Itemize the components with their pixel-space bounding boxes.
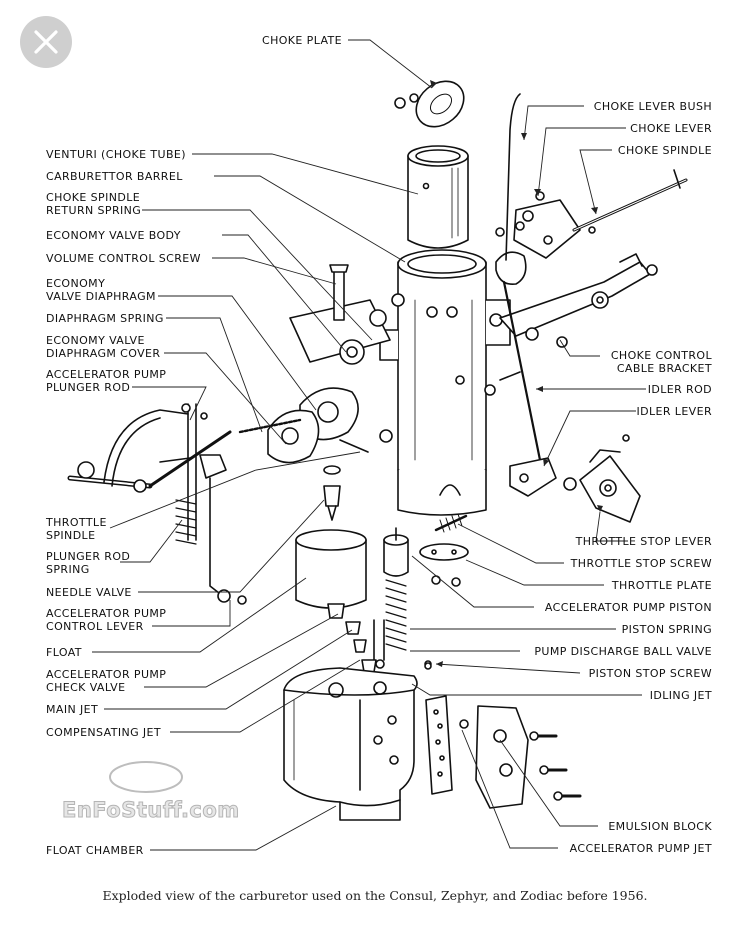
label-accelerator-pump-control-lever-2: CONTROL LEVER — [46, 620, 144, 633]
choke-lever-assembly-part — [495, 93, 688, 286]
leader-economy-valve-diaphragm — [158, 295, 317, 411]
label-idling-jet: IDLING JET — [649, 689, 712, 702]
label-plunger-rod-spring-1: PLUNGER ROD — [46, 550, 131, 563]
label-volume-control-screw: VOLUME CONTROL SCREW — [46, 252, 201, 265]
leader-throttle-spindle — [109, 451, 361, 529]
leader-choke-spindle — [579, 149, 612, 215]
leader-carburettor-barrel — [214, 175, 406, 263]
leader-throttle-stop-screw — [457, 523, 564, 564]
label-accelerator-pump-check-valve-1: ACCELERATOR PUMP — [46, 668, 167, 681]
label-economy-valve-diaphragm-cover-2: DIAPHRAGM COVER — [46, 347, 161, 360]
label-compensating-jet: COMPENSATING JET — [46, 726, 162, 739]
leader-accelerator-pump-check-valve — [144, 613, 339, 688]
label-choke-spindle: CHOKE SPINDLE — [617, 144, 712, 157]
label-accelerator-pump-jet: ACCELERATOR PUMP JET — [569, 842, 712, 855]
jets-part — [327, 603, 377, 673]
label-carburettor-barrel: CARBURETTOR BARREL — [46, 170, 183, 183]
watermark-site: EnFoStuff.com — [62, 798, 240, 823]
label-choke-control-cable-bracket-1: CHOKE CONTROL — [610, 349, 712, 362]
leader-throttle-stop-lever — [595, 511, 628, 542]
leader-economy-valve-diaphragm-cover — [164, 352, 287, 445]
label-main-jet: MAIN JET — [46, 703, 99, 716]
float-part — [295, 529, 367, 609]
throttle-plate-part — [419, 513, 469, 587]
leader-float — [92, 577, 307, 653]
leader-accelerator-pump-piston — [411, 555, 534, 608]
label-plunger-rod-spring-2: SPRING — [46, 563, 90, 576]
label-throttle-spindle-1: THROTTLE — [46, 516, 107, 529]
leader-idler-lever — [543, 410, 636, 467]
leader-choke-plate — [348, 39, 433, 89]
choke-plate-part — [394, 80, 465, 128]
label-needle-valve: NEEDLE VALVE — [46, 586, 132, 599]
label-choke-spindle-return-spring-1: CHOKE SPINDLE — [46, 191, 141, 204]
leader-needle-valve — [138, 499, 325, 593]
leader-emulsion-block — [499, 739, 598, 827]
close-button[interactable] — [20, 16, 72, 68]
leader-accelerator-pump-jet — [461, 729, 558, 849]
leader-compensating-jet — [170, 659, 361, 733]
throttle-spindle-part — [67, 403, 247, 605]
leader-accelerator-pump-plunger-rod — [132, 386, 207, 421]
label-accelerator-pump-control-lever-1: ACCELERATOR PUMP — [46, 607, 167, 620]
leader-piston-stop-screw — [435, 663, 581, 674]
label-choke-lever-bush: CHOKE LEVER BUSH — [593, 100, 712, 113]
label-economy-valve-body: ECONOMY VALVE BODY — [46, 229, 181, 242]
label-float-chamber: FLOAT CHAMBER — [46, 844, 144, 857]
throttle-stop-lever-part — [579, 434, 641, 523]
label-accelerator-pump-plunger-rod-2: PLUNGER ROD — [46, 381, 131, 394]
leader-choke-control-cable-bracket — [559, 339, 600, 357]
carburettor-barrel-part — [379, 249, 521, 516]
label-pump-discharge-ball-valve: PUMP DISCHARGE BALL VALVE — [534, 645, 712, 658]
economy-valve-assembly-part — [238, 264, 405, 464]
venturi-tube-part — [407, 145, 469, 249]
idler-rod-part — [502, 280, 577, 497]
label-throttle-stop-lever: THROTTLE STOP LEVER — [575, 535, 712, 548]
label-economy-valve-diaphragm-1: ECONOMY — [46, 277, 106, 290]
label-choke-control-cable-bracket-2: CABLE BRACKET — [616, 362, 712, 375]
leader-venturi — [192, 153, 419, 195]
label-venturi: VENTURI (CHOKE TUBE) — [46, 148, 186, 161]
leader-idling-jet — [411, 683, 642, 696]
label-choke-lever: CHOKE LEVER — [630, 122, 712, 135]
leader-volume-control-screw — [212, 257, 337, 285]
label-float: FLOAT — [46, 646, 82, 659]
label-piston-stop-screw: PISTON STOP SCREW — [588, 667, 712, 680]
label-piston-spring: PISTON SPRING — [621, 623, 712, 636]
leader-choke-spindle-return-spring — [142, 209, 373, 341]
label-emulsion-block: EMULSION BLOCK — [608, 820, 712, 833]
leader-plunger-rod-spring — [120, 519, 183, 563]
label-accelerator-pump-check-valve-2: CHECK VALVE — [46, 681, 126, 694]
leader-accelerator-pump-control-lever — [152, 600, 231, 627]
label-choke-plate: CHOKE PLATE — [262, 34, 343, 47]
label-idler-lever: IDLER LEVER — [636, 405, 712, 418]
label-economy-valve-diaphragm-cover-1: ECONOMY VALVE — [46, 334, 145, 347]
label-choke-spindle-return-spring-2: RETURN SPRING — [46, 204, 142, 217]
label-throttle-spindle-2: SPINDLE — [46, 529, 96, 542]
enfo-logo — [109, 761, 183, 793]
leader-throttle-plate — [465, 559, 604, 586]
label-accelerator-pump-plunger-rod-1: ACCELERATOR PUMP — [46, 368, 167, 381]
leader-economy-valve-body — [222, 234, 347, 353]
label-throttle-plate: THROTTLE PLATE — [611, 579, 712, 592]
leader-float-chamber — [150, 805, 337, 851]
leader-choke-lever-bush — [523, 105, 584, 141]
needle-valve-part — [323, 465, 341, 521]
label-idler-rod: IDLER ROD — [647, 383, 712, 396]
emulsion-block-part — [424, 662, 582, 809]
close-icon — [34, 30, 58, 54]
leader-choke-lever — [537, 127, 626, 197]
figure-caption: Exploded view of the carburetor used on … — [102, 888, 648, 903]
label-accelerator-pump-piston: ACCELERATOR PUMP PISTON — [544, 601, 712, 614]
label-throttle-stop-screw: THROTTLE STOP SCREW — [570, 557, 712, 570]
label-diaphragm-spring: DIAPHRAGM SPRING — [46, 312, 164, 325]
leader-diaphragm-spring — [166, 317, 263, 433]
float-chamber-part — [283, 667, 418, 821]
label-economy-valve-diaphragm-2: VALVE DIAPHRAGM — [46, 290, 156, 303]
leader-main-jet — [104, 629, 353, 710]
accelerator-pump-piston-part — [373, 527, 432, 669]
